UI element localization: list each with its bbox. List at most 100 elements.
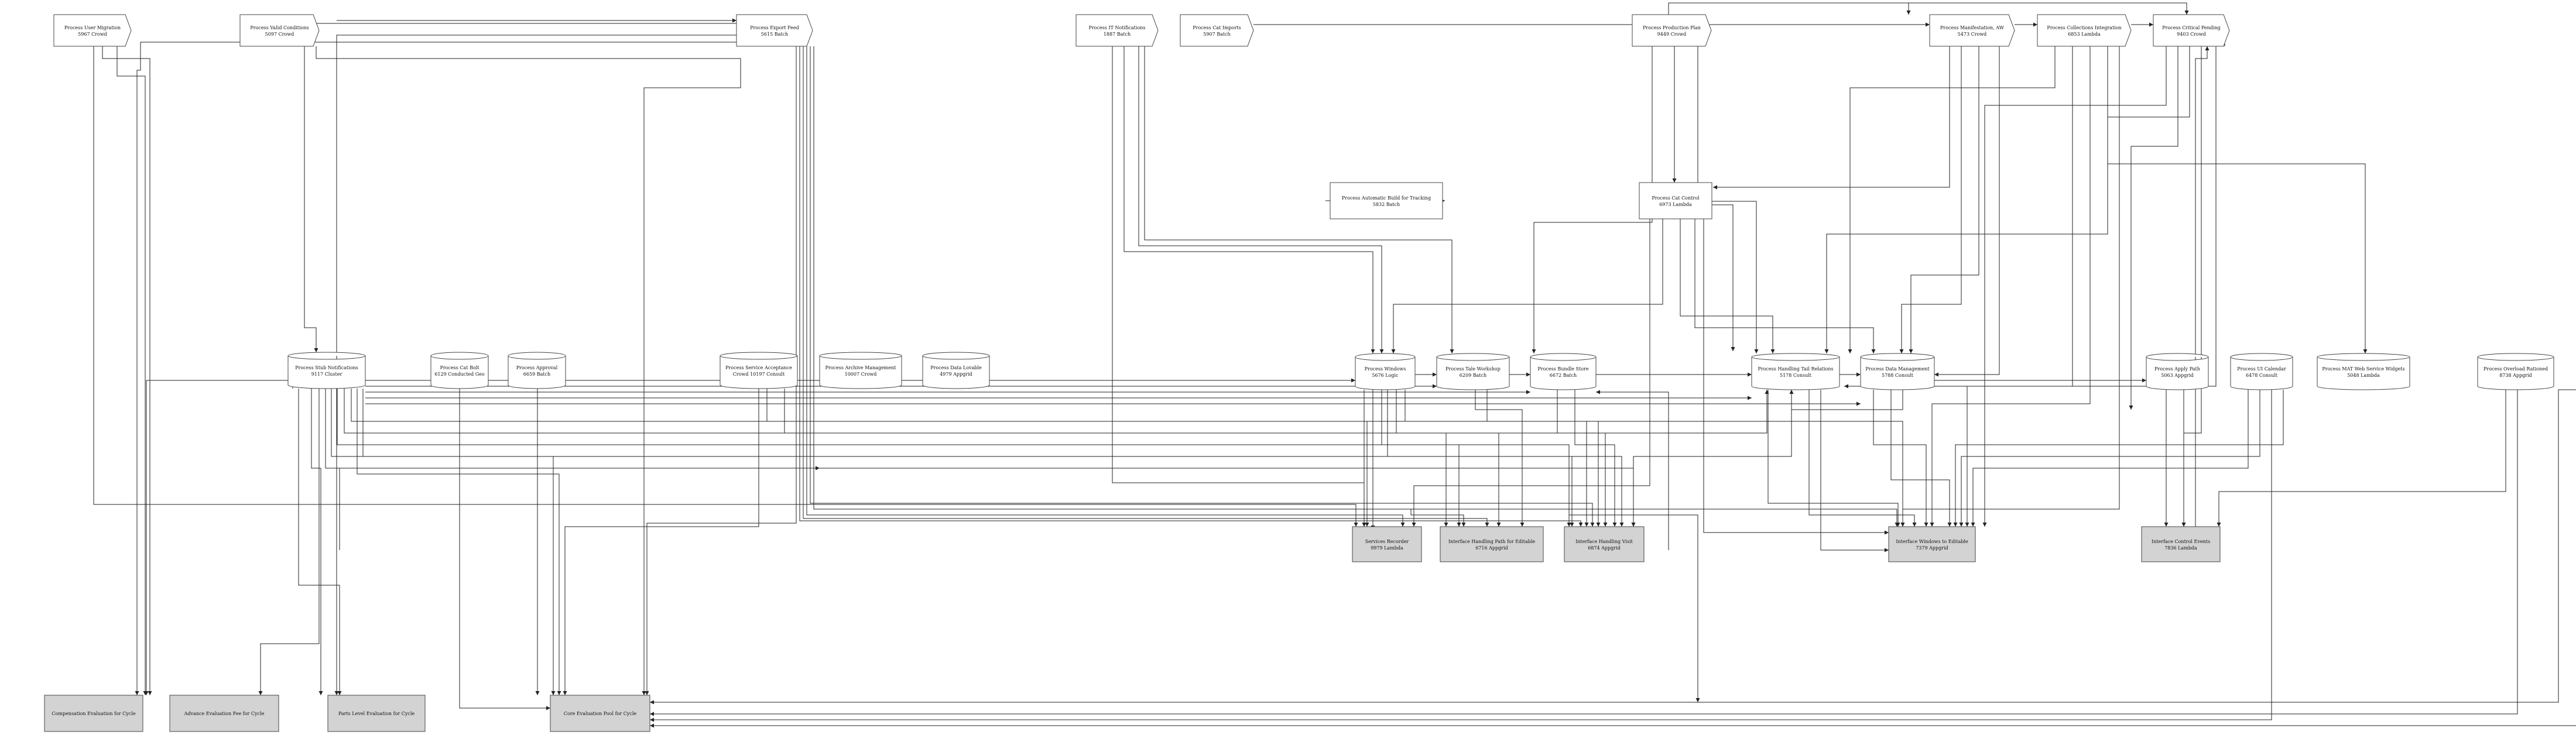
node-subtitle: 5048 Lambda	[2347, 373, 2380, 378]
connector-line	[459, 389, 550, 710]
connector-line	[1387, 390, 1574, 527]
connector-line	[1703, 219, 1889, 535]
node-shape	[53, 14, 132, 47]
node-shape	[922, 352, 990, 389]
node-b2[interactable]: Advance Evaluation Fee for Cycle	[169, 695, 279, 732]
node-title: Services Recorder	[1365, 539, 1409, 544]
connector-line	[1557, 390, 1608, 527]
node-title: Compensation Evaluation for Cycle	[52, 711, 135, 716]
node-subtitle: 9117 Cluster	[311, 372, 342, 377]
node-shape	[1440, 526, 1544, 562]
node-title: Process Cat Bolt	[440, 365, 479, 370]
node-subtitle: 6209 Batch	[1460, 373, 1486, 378]
node-title: Interface Windows to Editable	[1896, 539, 1968, 544]
node-title: Advance Evaluation Fee for Cycle	[184, 711, 265, 716]
node-shape	[550, 695, 650, 732]
node-title: Process User Migration	[64, 25, 121, 30]
node-shape	[2037, 14, 2132, 47]
connector-line	[316, 46, 741, 695]
node-subtitle: 5178 Consult	[1780, 373, 1812, 378]
node-subtitle: 5967 Crowd	[78, 32, 107, 37]
node-shape	[2153, 14, 2230, 47]
connector-line	[1713, 46, 1950, 190]
connector-line	[1900, 46, 2120, 527]
node-title: Process Windows	[1365, 366, 1406, 372]
node-e1[interactable]: Process Automatic Build for Tracking5832…	[1330, 182, 1443, 219]
node-shape	[2317, 353, 2410, 390]
connector-line	[1848, 46, 2056, 353]
connector-line	[1844, 46, 2073, 389]
node-g2[interactable]: Interface Handling Path for Editable6716…	[1440, 526, 1544, 562]
connector-line	[304, 46, 318, 352]
node-title: Process Overload Rationed	[2483, 366, 2548, 372]
node-subtitle: 5788 Consult	[1882, 373, 1914, 378]
connector-line	[337, 389, 1571, 527]
connector-line	[2129, 46, 2178, 410]
connector-line	[1396, 390, 1769, 434]
node-p1[interactable]: Process User Migration 5967 Crowd	[53, 14, 132, 47]
connector-line	[2217, 390, 2506, 527]
connector-line	[1631, 390, 1792, 527]
node-title: Parts Level Evaluation for Cycle	[338, 711, 415, 716]
node-subtitle: 9449 Crowd	[1657, 32, 1687, 37]
node-b4[interactable]: Core Evaluation Pool for Cycle	[550, 695, 650, 732]
connector-line	[2195, 46, 2210, 527]
node-b1[interactable]: Compensation Evaluation for Cycle	[44, 695, 143, 732]
node-subtitle: 6659 Batch	[523, 372, 550, 377]
node-title: Core Evaluation Pool for Cycle	[564, 711, 637, 716]
node-title: Process Apply Path	[2154, 366, 2200, 372]
connector-line	[1808, 390, 1917, 527]
connector-line	[1381, 390, 1461, 527]
connector-line	[1668, 2, 2189, 18]
connector-line	[1965, 46, 2217, 527]
node-d3[interactable]: Process Approval 6659 Batch	[508, 352, 566, 389]
node-title: Process Handling Tail Relations	[1758, 366, 1833, 372]
node-b3[interactable]: Parts Level Evaluation for Cycle	[327, 695, 426, 732]
node-title: Process Data Lovable	[930, 365, 982, 370]
node-subtitle: 7379 Appgrid	[1916, 545, 1948, 551]
node-title: Process Approval	[516, 365, 558, 370]
connector-line	[311, 389, 323, 695]
connector-line	[1697, 46, 1759, 353]
node-subtitle: 10007 Crowd	[845, 372, 877, 377]
node-subtitle: 5615 Batch	[761, 32, 788, 37]
node-shape	[1564, 526, 1645, 562]
node-subtitle: 6672 Batch	[1550, 373, 1577, 378]
node-subtitle: 5097 Crowd	[265, 32, 294, 37]
connector-line	[1596, 390, 1669, 550]
node-title: Interface Handling Path for Editable	[1448, 539, 1536, 544]
node-title: Process UI Calendar	[2237, 366, 2286, 372]
node-subtitle: 6478 Consult	[2246, 373, 2278, 378]
connector-line	[1138, 46, 1384, 353]
connector-line	[1789, 390, 1903, 410]
connector-line	[1934, 46, 2000, 377]
